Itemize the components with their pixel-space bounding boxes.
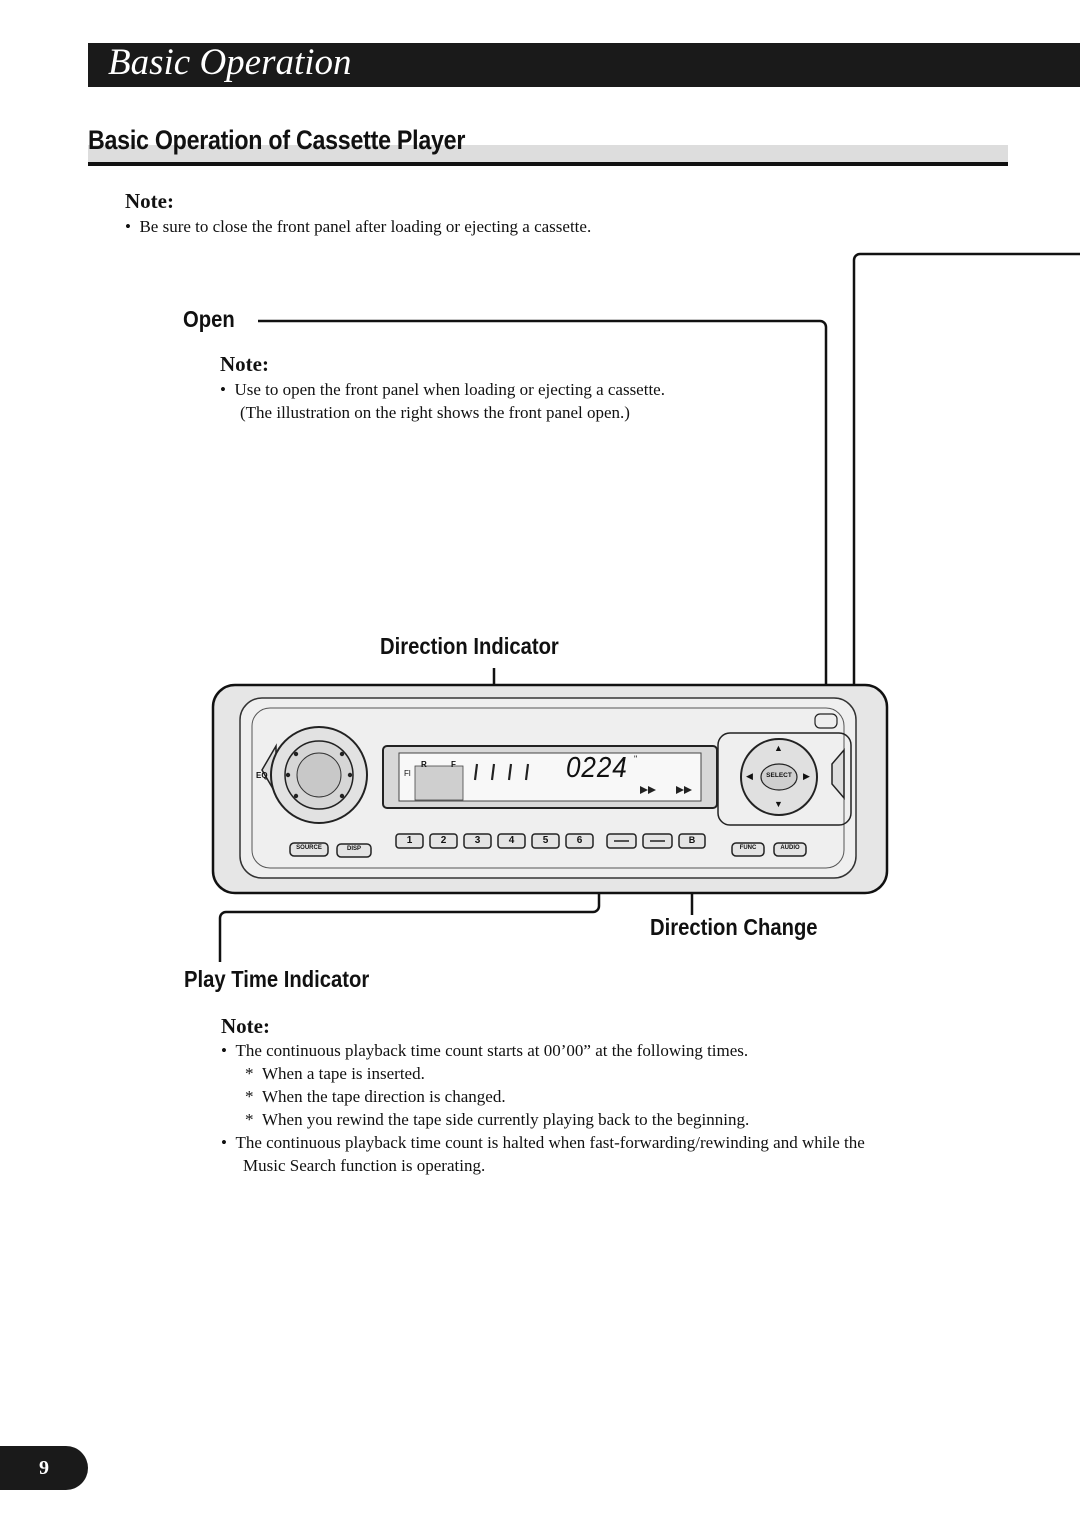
play-time-mark: " [634, 754, 638, 764]
display-letter-f: F [451, 760, 456, 769]
play-note-sub-text-3: When you rewind the tape side currently … [262, 1110, 750, 1129]
rewind-icon [640, 786, 656, 794]
open-heading: Open [183, 306, 235, 332]
note-text: Be sure to close the front panel after l… [139, 217, 592, 236]
preset-button-3[interactable]: 3 [474, 835, 481, 846]
fast-forward-icon [676, 786, 692, 794]
open-button [814, 713, 838, 729]
play-time-indicator-label: Play Time Indicator [184, 966, 370, 992]
open-note-bullet: • Use to open the front panel when loadi… [220, 380, 665, 399]
right-arrow-icon[interactable]: ▶ [803, 771, 810, 781]
direction-indicator-label: Direction Indicator [380, 633, 559, 659]
display-letter-r: R [421, 760, 427, 769]
section-title: Basic Operation of Cassette Player [88, 125, 466, 155]
open-note-text: Use to open the front panel when loading… [234, 380, 665, 399]
eq-button-shape [261, 743, 277, 797]
play-note-text-2: The continuous playback time count is ha… [235, 1133, 865, 1152]
play-note-bullet-1: • The continuous playback time count sta… [221, 1041, 749, 1060]
device-body [211, 683, 889, 895]
display-frame [382, 745, 718, 809]
direction-indicator-bars [473, 763, 530, 781]
audio-button[interactable]: AUDIO [780, 845, 800, 851]
play-time-leader [218, 786, 601, 962]
section-rule [88, 162, 1008, 166]
preset-button-1[interactable]: 1 [406, 835, 413, 846]
eq-button[interactable]: EQ [256, 771, 268, 780]
disp-button[interactable]: DISP [346, 846, 361, 852]
play-note-bullet-2: • The continuous playback time count is … [221, 1133, 865, 1152]
panel-leader-line [812, 252, 1080, 778]
play-time-display: 0224 [566, 752, 628, 784]
preset-button-2[interactable]: 2 [440, 835, 447, 846]
open-note-label: Note: [220, 352, 269, 376]
display-screen [398, 752, 702, 802]
direction-change-label: Direction Change [650, 914, 818, 940]
preset-button-6[interactable]: 6 [576, 835, 583, 846]
note-bullet: • Be sure to close the front panel after… [125, 217, 592, 236]
device-faceplate [239, 697, 857, 879]
play-note-text-1: The continuous playback time count start… [235, 1041, 749, 1060]
play-note-sub-1: * When a tape is inserted. [245, 1064, 425, 1083]
play-note-sub-2: * When the tape direction is changed. [245, 1087, 506, 1106]
note-label: Note: [125, 189, 174, 213]
preset-button-4[interactable]: 4 [508, 835, 515, 846]
func-button[interactable]: FUNC [739, 845, 757, 851]
volume-knob-outer [270, 726, 368, 824]
play-note-label: Note: [221, 1014, 270, 1038]
down-arrow-icon[interactable]: ▼ [774, 799, 783, 809]
page-header-title: Basic Operation [108, 42, 352, 83]
source-button[interactable]: SOURCE [296, 845, 322, 851]
select-pad-frame [717, 732, 852, 826]
header-banner [88, 43, 1080, 87]
page-number: 9 [0, 1446, 88, 1490]
volume-knob-center [296, 752, 342, 798]
spectrum-block [414, 765, 464, 801]
direction-change-button[interactable]: B [688, 835, 696, 845]
select-button[interactable]: SELECT [766, 772, 792, 779]
display-fl-indicator: Fl [404, 769, 411, 778]
volume-knob [284, 740, 354, 810]
left-arrow-icon[interactable]: ◀ [746, 771, 753, 781]
panel-edge-button [831, 747, 845, 801]
up-arrow-icon[interactable]: ▲ [774, 743, 783, 753]
preset-button-5[interactable]: 5 [542, 835, 549, 846]
open-note-text-2: (The illustration on the right shows the… [240, 403, 630, 422]
play-note-sub-text-1: When a tape is inserted. [262, 1064, 425, 1083]
play-note-text-2b: Music Search function is operating. [243, 1156, 486, 1175]
play-note-sub-3: * When you rewind the tape side currentl… [245, 1110, 750, 1129]
play-note-sub-text-2: When the tape direction is changed. [262, 1087, 506, 1106]
